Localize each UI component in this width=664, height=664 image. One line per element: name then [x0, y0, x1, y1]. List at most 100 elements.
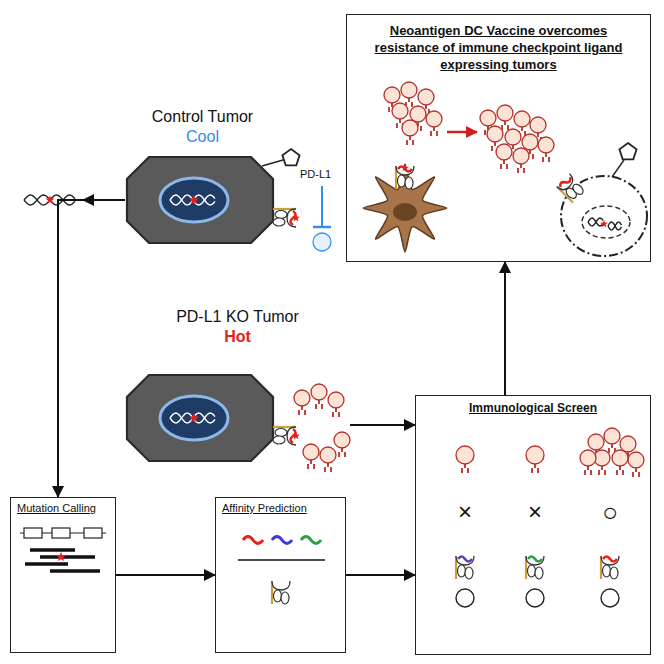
mhc-domain [281, 592, 289, 604]
node-subtitle: Hot [125, 327, 350, 347]
screen-result-mark: × [458, 500, 472, 524]
panel-box: Affinity Prediction [215, 497, 346, 653]
ranking-line [238, 559, 325, 560]
mhc-domain [398, 175, 406, 187]
dna-strand [170, 413, 215, 423]
t-cell [580, 450, 596, 466]
dna-strand [170, 195, 215, 205]
mhc-molecule [526, 556, 544, 579]
tumor-cell: PD-L1 KO TumorHot [125, 305, 350, 465]
t-cell-receptor [333, 408, 339, 417]
mutation-star [56, 552, 66, 561]
node-title: Control Tumor [125, 107, 280, 127]
exon [52, 528, 70, 538]
dna-strand [588, 218, 603, 226]
t-cell [313, 233, 331, 251]
checkpoint-ligand [619, 143, 636, 159]
t-cell [522, 134, 538, 150]
t-cell [418, 89, 434, 105]
t-cell [487, 126, 503, 142]
dna-strand [608, 222, 622, 230]
sequencing-read [50, 569, 100, 573]
t-cell [320, 447, 336, 463]
t-cell [497, 105, 513, 121]
t-cell-receptor [585, 466, 591, 475]
dna-strand [608, 222, 622, 230]
node-title: Affinity Prediction [222, 502, 339, 516]
t-cell [303, 444, 319, 460]
target-cell [526, 589, 544, 607]
t-cell [384, 87, 400, 103]
t-cell-receptor [299, 406, 305, 415]
t-cell [620, 436, 636, 452]
t-cell [294, 390, 310, 406]
t-cell [334, 432, 350, 448]
nucleus [160, 178, 228, 222]
peptide [301, 537, 321, 544]
t-cell [628, 452, 644, 468]
node-title: PD-L1 KO Tumor [125, 307, 350, 327]
mhc-domain [603, 565, 611, 577]
flow-arrow [346, 574, 415, 576]
t-cell [496, 144, 512, 160]
mhc-molecule [273, 427, 296, 445]
t-cell [505, 129, 521, 145]
peptide [559, 176, 572, 189]
mhc-domain [610, 567, 618, 579]
mhc-domain [458, 565, 466, 577]
mhc-domain [275, 211, 287, 219]
flow-arrow [350, 424, 415, 426]
t-cell-receptor [518, 164, 524, 173]
mutation-star [189, 413, 199, 422]
t-cell [311, 384, 327, 400]
dna-strand [588, 218, 603, 226]
mhc-groove [557, 174, 576, 193]
peptide [274, 582, 288, 587]
t-cell-receptor [543, 153, 549, 162]
mhc-groove [272, 581, 290, 590]
panel-box: Immunological Screen [415, 395, 651, 655]
t-cell [513, 148, 529, 164]
t-cell [526, 446, 544, 464]
ligand-stalk [262, 160, 283, 166]
mhc-domain [273, 436, 285, 444]
tumor-cell-outline [127, 157, 273, 243]
node-title: Neoantigen DC Vaccine overcomes resistan… [367, 23, 630, 74]
mhc-groove [526, 556, 544, 565]
screen-result-mark: × [528, 500, 542, 524]
t-cell [401, 82, 417, 98]
peptide [272, 537, 292, 544]
nucleus-fragment [582, 206, 630, 238]
inhibition-bar [313, 226, 331, 228]
mhc-domain [528, 565, 536, 577]
target-cell [456, 589, 474, 607]
t-cell [410, 106, 426, 122]
dna-strand [170, 195, 215, 205]
t-cell-receptor [617, 466, 623, 475]
t-cell-receptor [609, 444, 615, 453]
exon [84, 528, 102, 538]
dc-nucleus [393, 203, 417, 221]
t-cell [588, 434, 604, 450]
mhc-domain [405, 177, 413, 189]
tumor-cell-outline [127, 375, 273, 461]
dna-strand [170, 413, 215, 423]
t-cell-receptor [502, 121, 508, 130]
exon [24, 528, 42, 538]
node-title: Immunological Screen [422, 401, 644, 416]
mhc-groove [456, 556, 474, 565]
t-cell [402, 120, 418, 136]
t-cell [538, 137, 554, 153]
t-cell-receptor [407, 136, 413, 145]
mhc-molecule [557, 174, 586, 203]
expansion-arrow [447, 131, 477, 134]
flow-arrow [58, 200, 125, 497]
target-cell [601, 589, 619, 607]
sequencing-read [30, 548, 75, 552]
mhc-molecule [456, 556, 474, 579]
